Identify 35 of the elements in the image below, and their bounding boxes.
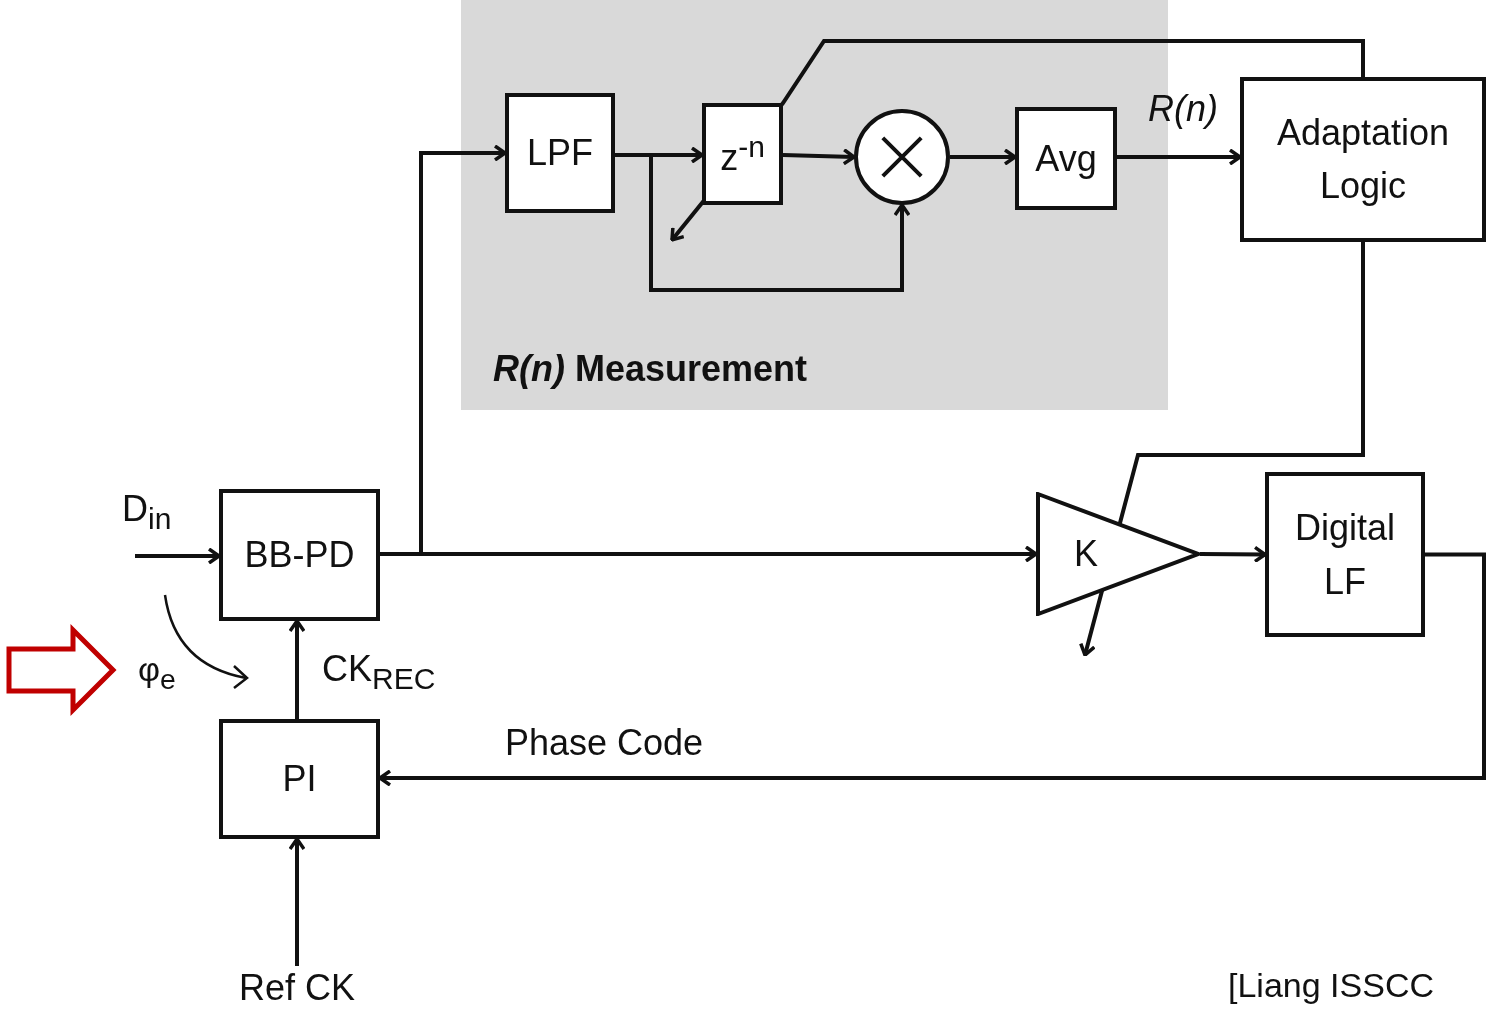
block-label: z$^{-n}$ [720,128,765,180]
logic-box [1240,77,1486,242]
filter-box [505,93,615,213]
multiplier-circle [854,109,950,205]
arrow [1200,545,1267,564]
loop-filter-box [1265,472,1425,637]
gain-triangle [1036,492,1200,616]
interpolator-box [219,719,380,839]
delay-box [702,103,783,205]
phase-detector-box [219,489,380,621]
citation-text: [Liang ISSCC [1228,966,1434,1005]
arrow [288,619,306,719]
arrow [288,837,306,966]
arrow [950,148,1017,166]
block-label: Avg [1035,136,1097,181]
arrow [615,153,911,292]
signal-label: φ$_{e}$ [138,650,176,696]
average-box [1015,107,1117,210]
arrow [1079,242,1365,657]
edge-label: R(n) [1148,88,1218,130]
edge-label: Phase Code [505,722,704,764]
block-label: PI [282,757,317,801]
block-label: Ref CK [238,966,355,1010]
block-label: LPF [527,131,593,175]
signal-label: D$_{in}$ [122,488,172,537]
block-label: Adaptation Logic [1275,111,1451,208]
block-label: Digital LF [1293,505,1396,604]
arrow [782,147,856,166]
block-label: BB-PD [244,533,355,577]
arrow [135,547,221,565]
gain-label: K [1074,532,1098,576]
arrow [378,552,1486,787]
panel-title: R(n) Measurement [493,347,808,391]
arrow [1117,148,1242,166]
edge-label: CK$_{REC}$ [322,648,436,697]
